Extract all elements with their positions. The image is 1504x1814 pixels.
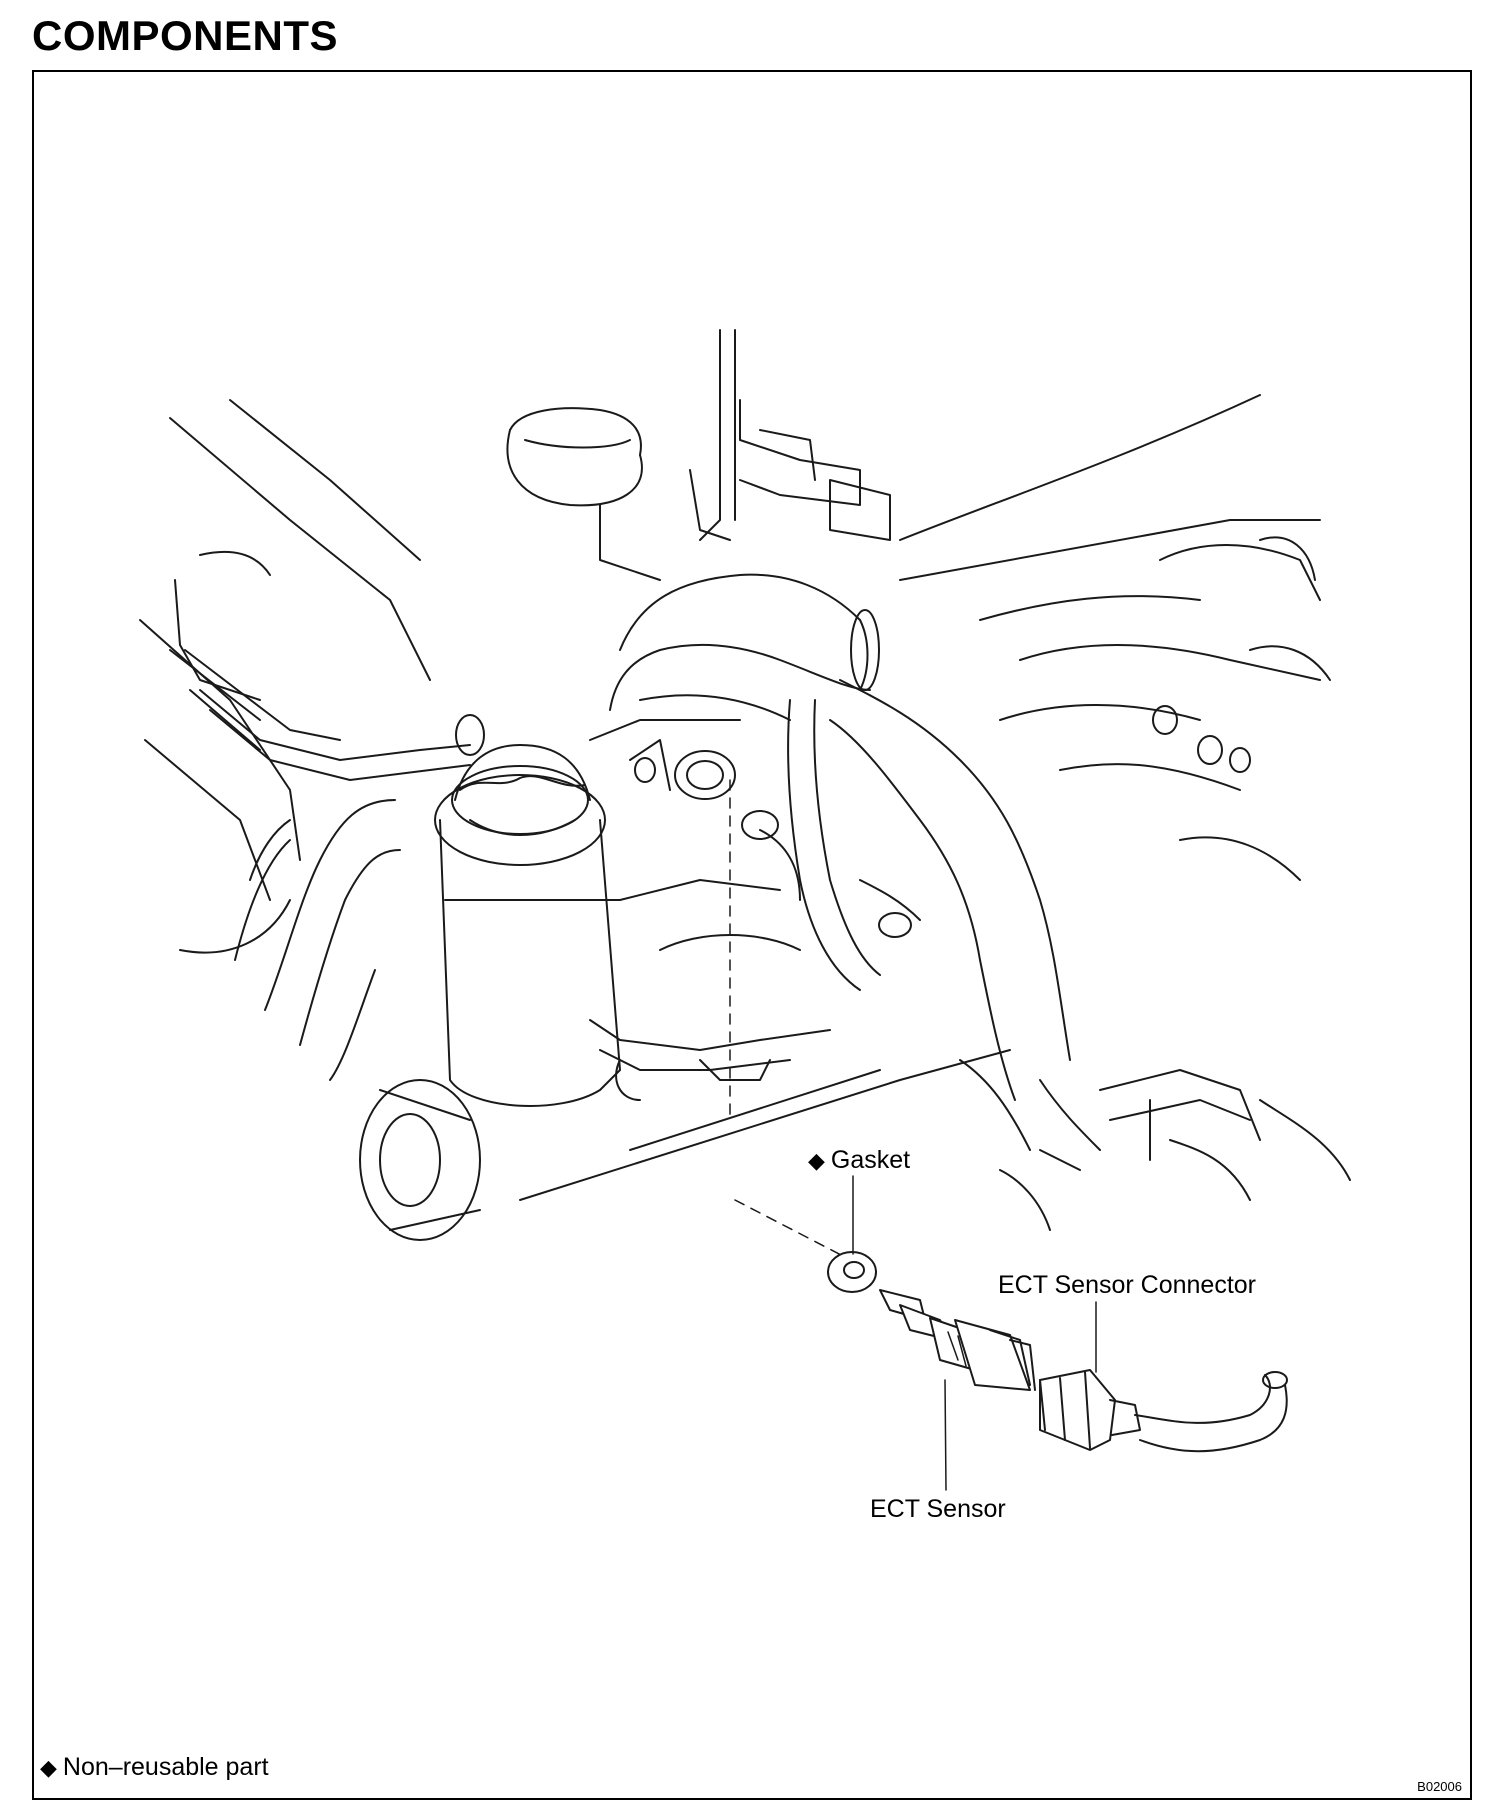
gasket-label: ◆Gasket: [808, 1145, 910, 1176]
non-reusable-legend: ◆Non–reusable part: [40, 1752, 269, 1783]
diagram-frame: [32, 70, 1472, 1800]
gasket-part: [827, 1175, 877, 1293]
non-reusable-legend-text: Non–reusable part: [62, 1753, 269, 1781]
non-reusable-diamond-icon: ◆: [808, 1148, 825, 1173]
page-title: COMPONENTS: [32, 12, 339, 59]
wiring-harness: [829, 679, 1101, 1151]
sensor-leader-line: [944, 1379, 947, 1491]
right-lower-parts: [999, 1069, 1351, 1231]
reservoir: [434, 744, 621, 1108]
non-reusable-legend-diamond-icon: ◆: [40, 1755, 57, 1780]
top-cap: [506, 407, 661, 581]
ect-sensor-connector-label: ECT Sensor Connector: [998, 1271, 1256, 1299]
left-body-panels: [139, 399, 431, 954]
bypass-hose: [787, 699, 881, 991]
ect-connector-part: [1039, 1301, 1288, 1453]
thermostat-housing: [589, 719, 921, 951]
ect-sensor-part: [879, 1289, 1036, 1491]
figure-code: B02006: [1417, 1779, 1462, 1794]
intake-manifold: [899, 394, 1331, 881]
gasket-label-text: Gasket: [830, 1146, 911, 1174]
pulley: [359, 1079, 481, 1241]
upper-hose: [609, 573, 880, 721]
ect-sensor-label: ECT Sensor: [870, 1495, 1006, 1523]
upper-pipe: [199, 689, 485, 781]
top-connectors: [689, 329, 891, 541]
radiator-hose: [234, 799, 401, 1081]
lower-bracket: [519, 1019, 1011, 1201]
upper-left-box: [174, 550, 341, 751]
